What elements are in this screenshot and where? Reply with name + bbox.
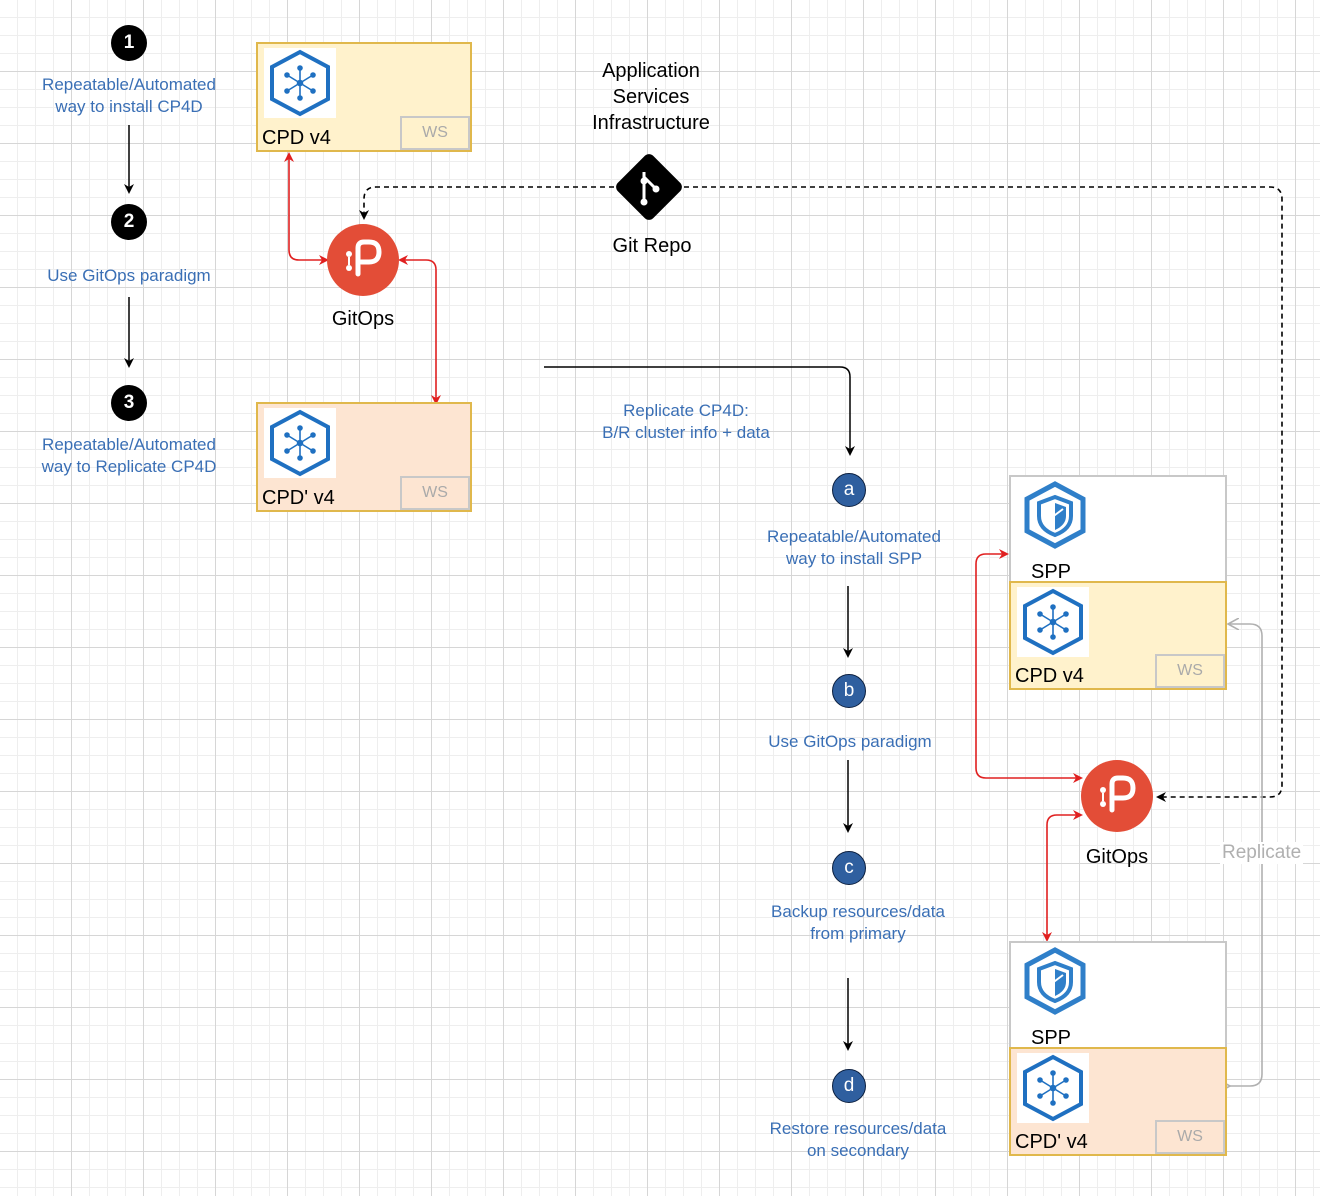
gitops-left-label: GitOps — [331, 308, 395, 330]
cpd-primary-box: CPD v4 WS — [256, 42, 472, 152]
cpd-replica-right-label: CPD' v4 — [1015, 1131, 1088, 1153]
spp-replica-box: SPP — [1009, 941, 1227, 1049]
step-3-badge: 3 — [111, 385, 147, 421]
replicate-note-line2: B/R cluster info + data — [602, 423, 770, 442]
step-a-text: Repeatable/Automated way to install SPP — [744, 526, 964, 570]
gitops-glyph — [346, 239, 382, 277]
step-2-line1: Use GitOps paradigm — [47, 266, 211, 285]
cpd-primary-label: CPD v4 — [262, 127, 331, 149]
step-2-badge: 2 — [111, 204, 147, 240]
cpd-icon-backdrop — [264, 408, 336, 478]
step-c-line2: from primary — [810, 924, 906, 943]
step-a-badge: a — [832, 473, 866, 507]
spp-replica-label: SPP — [1031, 1027, 1072, 1049]
spp-primary-box: SPP — [1009, 475, 1227, 583]
step-3-line1: Repeatable/Automated — [42, 435, 216, 454]
dashed-git-to-gitops-left — [359, 186, 614, 220]
red-arrow-spp-gitops — [975, 549, 1083, 783]
arrow-replicate-flow — [544, 366, 855, 456]
red-arrow-gitops-spp-replica — [1042, 810, 1083, 942]
step-a-line1: Repeatable/Automated — [767, 527, 941, 546]
step-d-text: Restore resources/data on secondary — [748, 1118, 968, 1162]
cp4d-hexagon-icon — [270, 409, 330, 477]
ws-badge: WS — [1155, 1120, 1225, 1154]
step-b-text: Use GitOps paradigm — [740, 731, 960, 753]
cpd-replica-box-right: CPD' v4 WS — [1009, 1047, 1227, 1156]
cpd-icon-backdrop — [1017, 587, 1089, 657]
gitops-glyph — [1100, 775, 1136, 813]
cp4d-hexagon-icon — [1023, 1054, 1083, 1122]
gitops-icon — [327, 224, 399, 296]
git-repo-icon — [616, 154, 682, 220]
step-2-text: Use GitOps paradigm — [20, 265, 238, 287]
gitops-right-label: GitOps — [1085, 846, 1149, 868]
app-services-line1: Application — [602, 60, 700, 82]
red-arrow-cpd-gitops — [284, 152, 329, 265]
step-1-line1: Repeatable/Automated — [42, 75, 216, 94]
red-arrow-gitops-cpd-replica — [398, 255, 441, 405]
ws-badge: WS — [1155, 654, 1225, 688]
spp-primary-label: SPP — [1031, 561, 1072, 583]
step-1-text: Repeatable/Automated way to install CP4D — [20, 74, 238, 118]
step-1-line2: way to install CP4D — [55, 97, 203, 116]
app-services-label: Application Services Infrastructure — [560, 58, 742, 136]
step-c-text: Backup resources/data from primary — [748, 901, 968, 945]
cpd-replica-label: CPD' v4 — [262, 487, 335, 509]
step-d-line2: on secondary — [806, 1141, 910, 1160]
cpd-icon-backdrop — [264, 48, 336, 118]
git-repo-label: Git Repo — [612, 235, 692, 257]
app-services-line2: Services — [612, 86, 690, 108]
cpd-replica-box: CPD' v4 WS — [256, 402, 472, 512]
spp-shield-icon — [1024, 481, 1086, 549]
cp4d-hexagon-icon — [1023, 588, 1083, 656]
replicate-label: Replicate — [1220, 842, 1304, 864]
app-services-line3: Infrastructure — [592, 112, 710, 134]
cpd-icon-backdrop — [1017, 1053, 1089, 1123]
replicate-note-line1: Replicate CP4D: — [623, 401, 749, 420]
step-3-text: Repeatable/Automated way to Replicate CP… — [20, 434, 238, 478]
gitops-icon — [1081, 760, 1153, 832]
step-a-line2: way to install SPP — [785, 549, 923, 568]
cpd-primary-box-right: CPD v4 WS — [1009, 581, 1227, 690]
ws-badge: WS — [400, 476, 470, 510]
step-1-badge: 1 — [111, 25, 147, 61]
ws-badge: WS — [400, 116, 470, 150]
step-c-line1: Backup resources/data — [771, 902, 945, 921]
cp4d-hexagon-icon — [270, 49, 330, 117]
step-b-badge: b — [832, 674, 866, 708]
step-d-line1: Restore resources/data — [769, 1119, 947, 1138]
step-3-line2: way to Replicate CP4D — [41, 457, 217, 476]
replicate-note: Replicate CP4D: B/R cluster info + data — [570, 400, 802, 444]
step-d-badge: d — [832, 1069, 866, 1103]
spp-shield-icon — [1024, 947, 1086, 1015]
cpd-primary-right-label: CPD v4 — [1015, 665, 1084, 687]
step-c-badge: c — [832, 851, 866, 885]
step-b-line1: Use GitOps paradigm — [768, 732, 932, 751]
